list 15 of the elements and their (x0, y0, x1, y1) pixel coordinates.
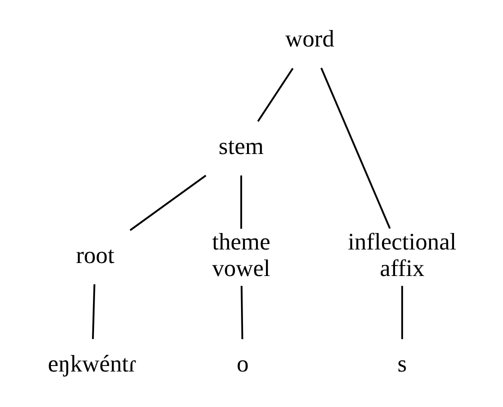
connector (256, 68, 294, 122)
connector (400, 286, 403, 340)
connector (91, 284, 95, 340)
node-text: word (284, 26, 334, 53)
connector (129, 174, 206, 231)
connector (240, 286, 243, 340)
node-text: stem (218, 134, 264, 160)
node-text: eŋkwéntɾ (47, 352, 136, 378)
connector (320, 68, 390, 229)
node-text: o (236, 352, 248, 378)
connector (240, 175, 242, 229)
node-text: s (397, 352, 406, 378)
node-text: theme vowel (212, 229, 270, 282)
node-text: inflectional affix (347, 229, 456, 282)
node-text: root (75, 242, 114, 269)
